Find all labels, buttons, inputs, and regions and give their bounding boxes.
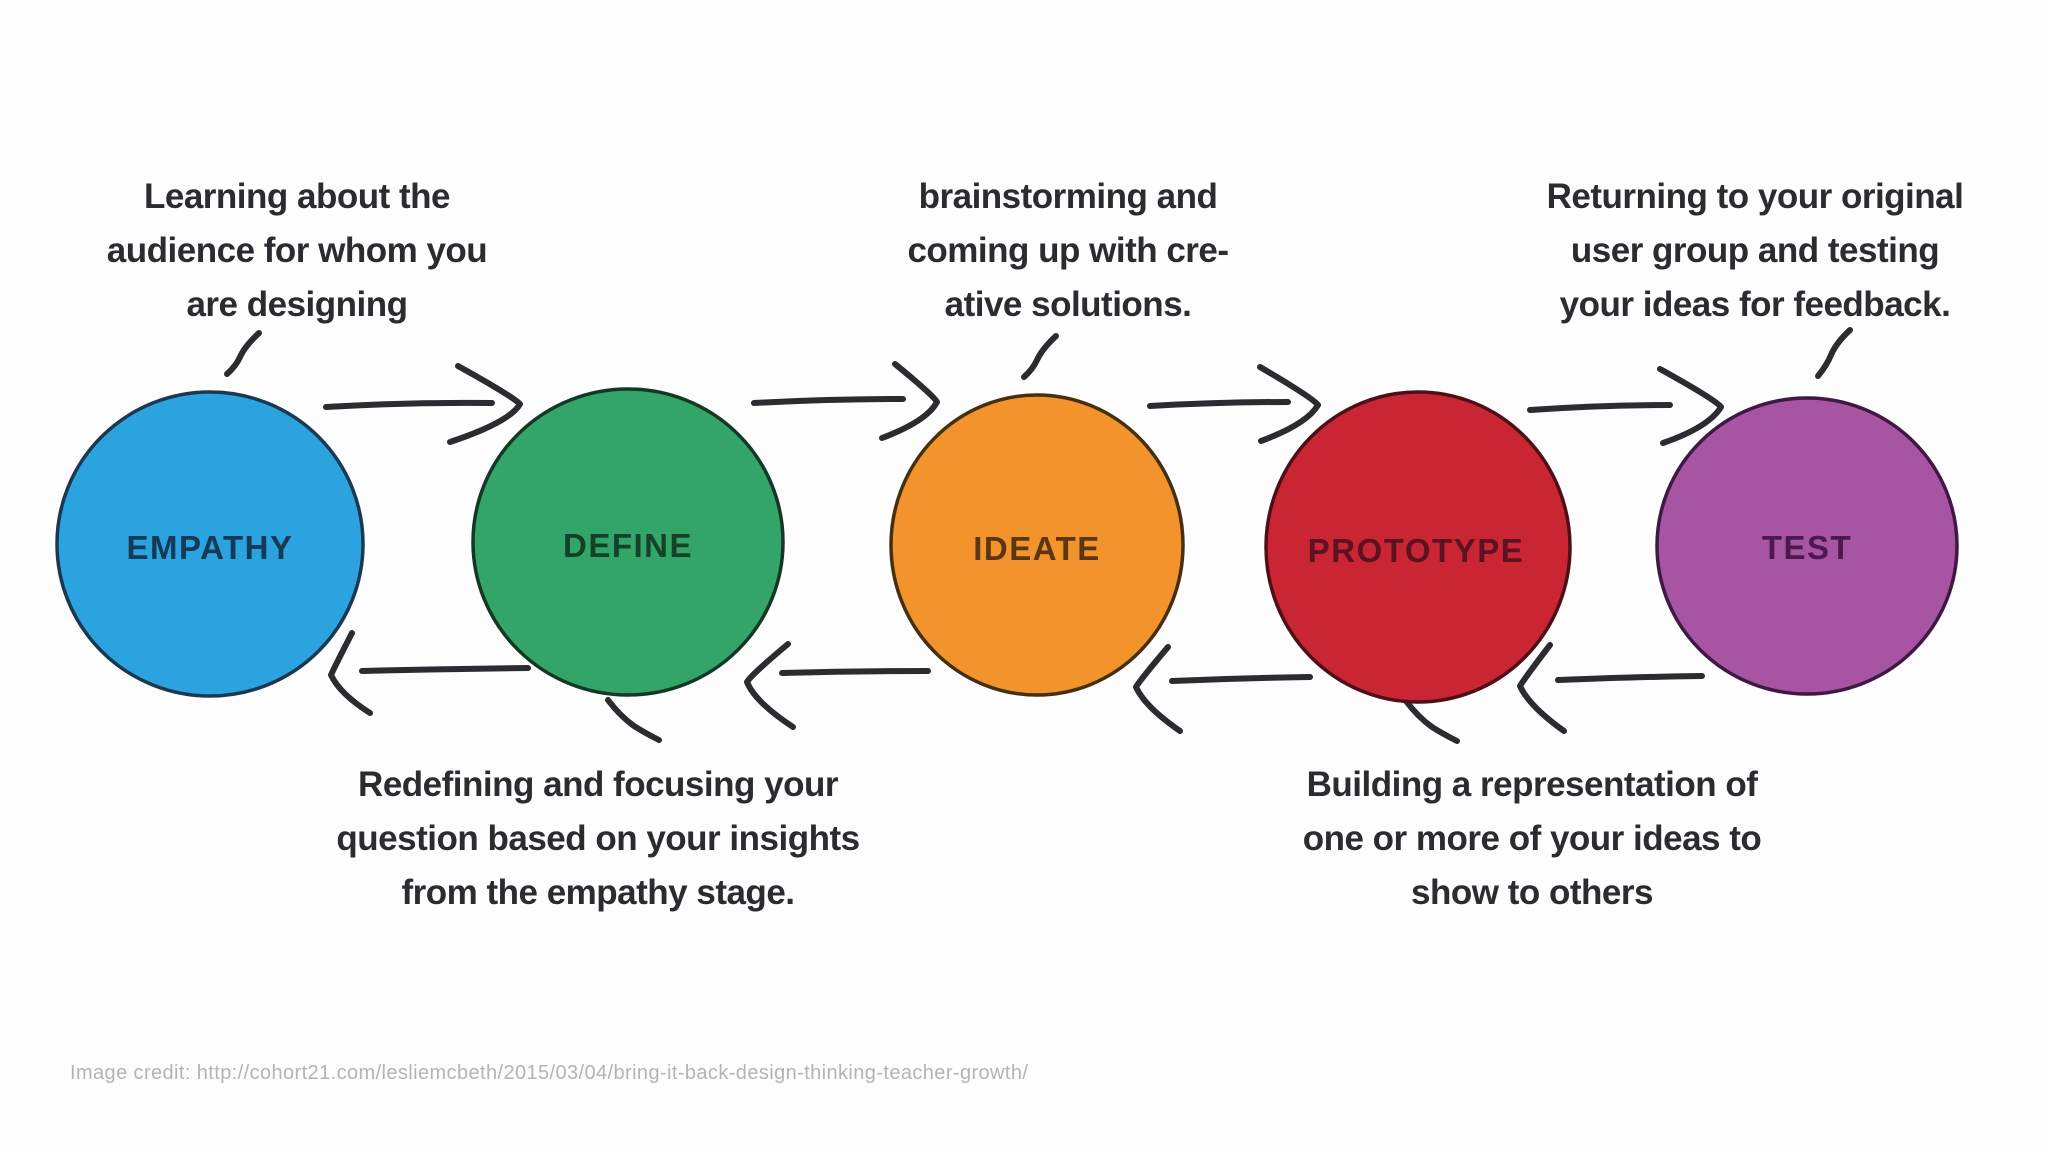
- arrow-back-shaft-2: [779, 668, 931, 676]
- prototype-circle: [1264, 390, 1572, 704]
- arrow-forward-shaft-1: [323, 399, 495, 410]
- note-line: one or more of your ideas to: [1302, 819, 1762, 858]
- image-credit: Image credit: http://cohort21.com/leslie…: [70, 1062, 1029, 1084]
- note-tick-empathy: [224, 330, 262, 377]
- arrow-forward-head-4: [1657, 366, 1724, 446]
- note-line: brainstorming and: [918, 177, 1218, 216]
- note-line: audience for whom you: [106, 231, 488, 270]
- stage-label-prototype: PROTOTYPE: [1307, 532, 1525, 569]
- stage-circles: [55, 387, 1959, 704]
- note-line: question based on your insights: [336, 819, 860, 858]
- note-line: ative solutions.: [944, 285, 1192, 324]
- note-line: Returning to your original: [1546, 177, 1964, 216]
- stage-label-define: DEFINE: [562, 527, 694, 564]
- arrow-forward-head-3: [1257, 364, 1321, 444]
- define-circle: [471, 387, 785, 697]
- arrow-forward-head-2: [879, 361, 940, 441]
- note-tick-define: [605, 697, 662, 743]
- arrow-back-shaft-1: [359, 665, 531, 674]
- arrow-forward-head-1: [447, 363, 523, 445]
- arrow-back-head-4: [1517, 642, 1567, 734]
- empathy-circle: [55, 390, 365, 698]
- arrow-back-head-2: [744, 641, 796, 730]
- note-empathy: Learning about the audience for whom you…: [106, 170, 488, 332]
- note-line: coming up with cre-: [907, 231, 1229, 270]
- arrow-back-shaft-4: [1555, 673, 1705, 683]
- note-line: from the empathy stage.: [401, 873, 795, 912]
- ideate-circle: [889, 393, 1185, 697]
- arrow-forward-shaft-3: [1147, 399, 1291, 409]
- stage-label-test: TEST: [1761, 529, 1853, 566]
- arrow-back-shaft-3: [1169, 674, 1313, 684]
- note-tick-prototype: [1403, 698, 1460, 744]
- note-line: Redefining and focusing your: [358, 765, 838, 804]
- note-ideate: brainstorming and coming up with cre- at…: [907, 170, 1229, 332]
- note-line: Building a representation of: [1306, 765, 1758, 804]
- test-circle: [1655, 396, 1959, 696]
- arrow-back-head-1: [328, 630, 373, 716]
- note-line: your ideas for feedback.: [1559, 285, 1951, 324]
- stage-label-empathy: EMPATHY: [126, 529, 294, 566]
- note-line: Learning about the: [143, 177, 451, 216]
- stage-label-ideate: IDEATE: [973, 530, 1101, 567]
- arrow-forward-shaft-2: [751, 396, 906, 406]
- note-prototype: Building a representation of one or more…: [1303, 758, 1762, 920]
- note-define: Redefining and focusing your question ba…: [336, 758, 860, 920]
- arrow-strokes: [224, 327, 1853, 744]
- arrow-forward-shaft-4: [1527, 402, 1673, 413]
- note-line: show to others: [1411, 873, 1653, 912]
- arrow-back-head-3: [1133, 644, 1183, 734]
- note-tick-ideate: [1021, 333, 1059, 380]
- note-tick-test: [1815, 327, 1853, 379]
- note-test: Returning to your original user group an…: [1547, 170, 1964, 332]
- note-line: user group and testing: [1570, 231, 1940, 270]
- note-line: are designing: [186, 285, 408, 324]
